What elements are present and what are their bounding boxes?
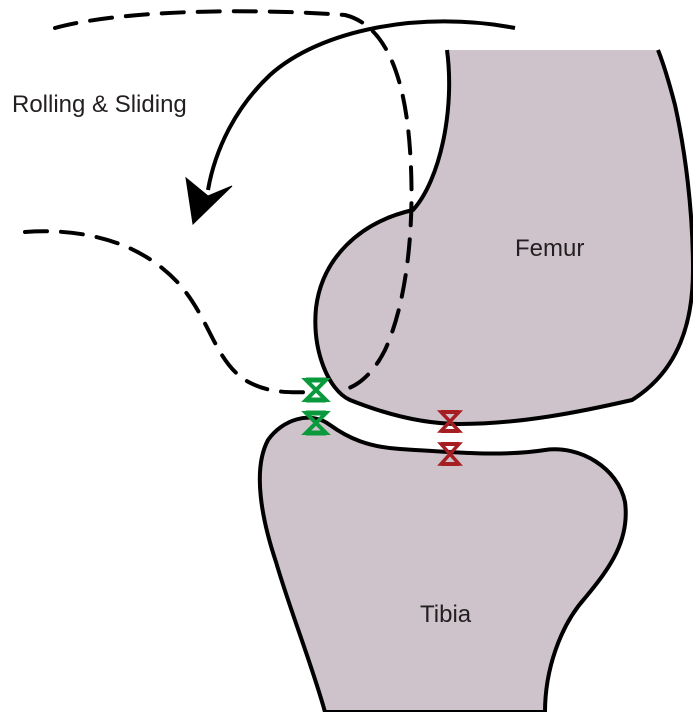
motion-label: Rolling & Sliding bbox=[12, 91, 187, 118]
femur-rolled-position-outline bbox=[25, 231, 310, 392]
contact-marker-green-femur bbox=[306, 380, 326, 400]
femur-label: Femur bbox=[515, 235, 584, 262]
femur-bone bbox=[315, 50, 693, 424]
tibia-label: Tibia bbox=[420, 601, 472, 628]
